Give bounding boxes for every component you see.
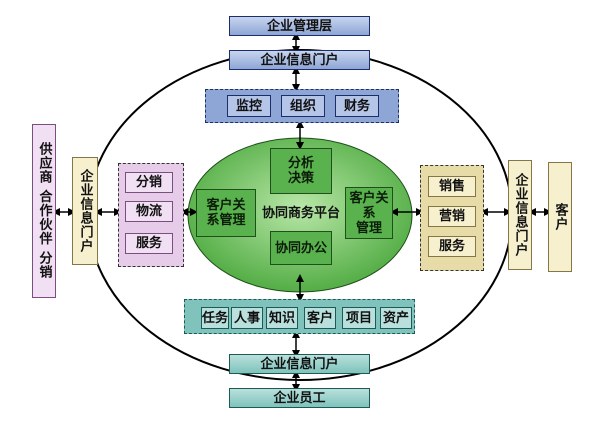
partners-box: 供应商 合作伙伴 分销 [32, 124, 56, 298]
customer-box: 客户 [548, 162, 572, 272]
top-module-1: 监控 [227, 95, 271, 117]
center-left-box: 客户关 系管理 [196, 189, 256, 237]
bottom-module-6: 资产 [380, 307, 412, 329]
center-top-box: 分析 决策 [270, 148, 332, 194]
portal-left-box: 企业信息门户 [72, 157, 98, 265]
management-box: 企业管理层 [229, 16, 370, 36]
center-right-box: 客户关系 管理 [345, 187, 393, 239]
center-bottom-box: 协同办公 [270, 231, 332, 265]
left-module-2: 物流 [125, 201, 173, 222]
right-module-3: 服务 [428, 236, 476, 257]
top-module-2: 组织 [281, 95, 325, 117]
bottom-module-1: 任务 [201, 307, 229, 329]
top-module-3: 财务 [335, 95, 379, 117]
employees-box: 企业员工 [229, 388, 370, 408]
right-module-1: 销售 [428, 176, 476, 197]
bottom-module-2: 人事 [231, 307, 263, 329]
portal-top-box: 企业信息门户 [229, 50, 370, 70]
bottom-module-5: 项目 [342, 307, 376, 329]
platform-label: 协同商务平台 [261, 205, 340, 221]
portal-bottom-box: 企业信息门户 [229, 354, 370, 374]
bottom-module-4: 客户 [304, 307, 336, 329]
left-module-3: 服务 [125, 233, 173, 254]
bottom-module-3: 知识 [266, 307, 298, 329]
left-module-1: 分销 [125, 172, 173, 193]
portal-right-box: 企业信息门户 [508, 160, 532, 270]
right-module-2: 营销 [428, 206, 476, 227]
